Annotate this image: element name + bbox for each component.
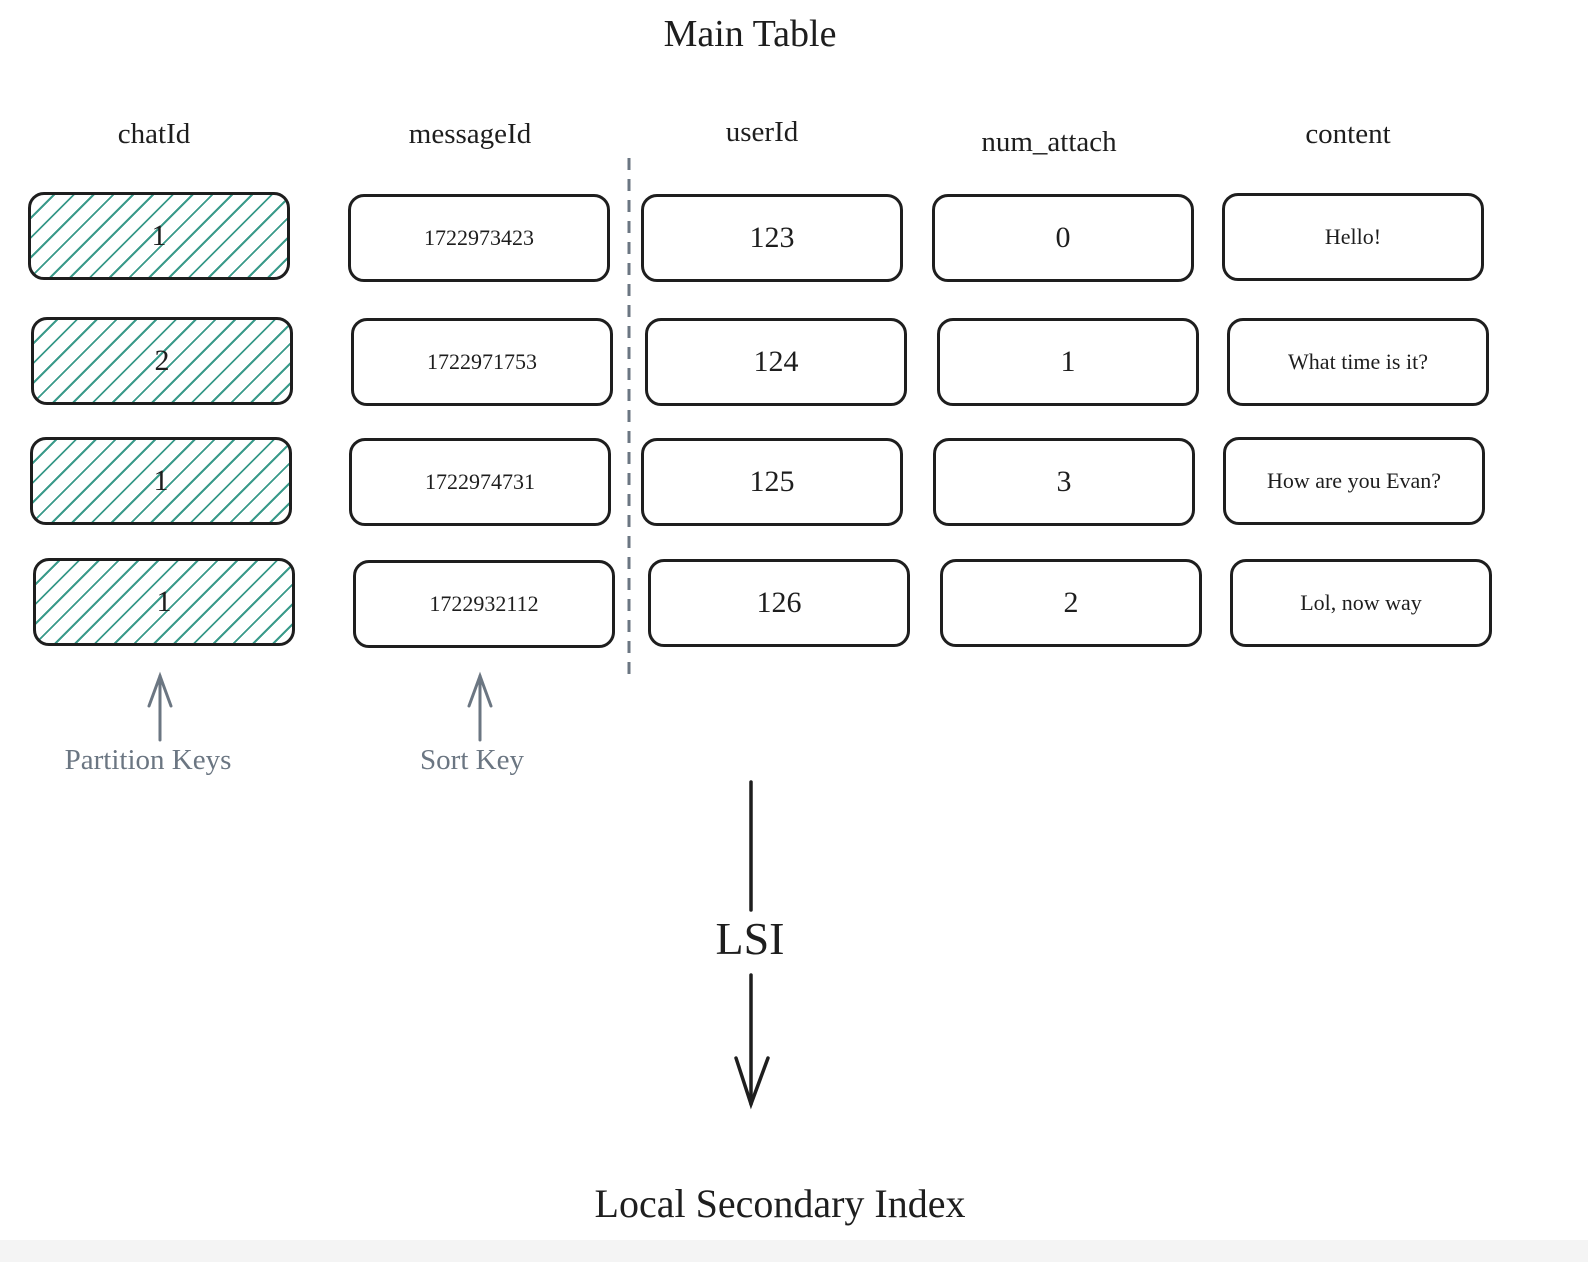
userid-cell: 125	[641, 438, 903, 526]
messageid-cell: 1722973423	[348, 194, 610, 282]
chatid-cell: 1	[33, 558, 295, 646]
chatid-value: 1	[153, 464, 169, 497]
chatid-value: 1	[156, 585, 172, 618]
userid-cell: 123	[641, 194, 903, 282]
local-secondary-index-title: Local Secondary Index	[594, 1181, 966, 1226]
column-header-content: content	[1305, 118, 1391, 150]
messageid-cell: 1722932112	[353, 560, 615, 648]
column-header-messageid: messageId	[408, 118, 532, 150]
content-cell: What time is it?	[1227, 318, 1489, 406]
chatid-cell: 2	[31, 317, 293, 405]
messageid-cell: 1722974731	[349, 438, 611, 526]
messageid-value: 1722973423	[424, 225, 534, 250]
chatid-cell: 1	[28, 192, 290, 280]
content-cell: Lol, now way	[1230, 559, 1492, 647]
userid-cell: 126	[648, 559, 910, 647]
num-attach-value: 0	[1055, 221, 1071, 254]
userid-value: 124	[753, 345, 799, 378]
userid-value: 126	[756, 586, 802, 619]
num-attach-cell: 2	[940, 559, 1202, 647]
userid-value: 123	[749, 221, 795, 254]
sort-key-label: Sort Key	[420, 744, 524, 776]
content-value: Hello!	[1324, 224, 1382, 249]
num-attach-value: 2	[1063, 586, 1079, 619]
lsi-label: LSI	[715, 913, 785, 964]
column-header-userid: userId	[725, 116, 799, 148]
content-cell: Hello!	[1222, 193, 1484, 281]
num-attach-value: 1	[1060, 345, 1076, 378]
content-value: What time is it?	[1288, 349, 1428, 374]
messageid-value: 1722974731	[425, 469, 535, 494]
messageid-value: 1722932112	[429, 591, 539, 616]
num-attach-cell: 0	[932, 194, 1194, 282]
content-cell: How are you Evan?	[1223, 437, 1485, 525]
sort-key-arrow-icon	[467, 671, 493, 742]
column-header-chatid: chatId	[117, 118, 191, 150]
messageid-cell: 1722971753	[351, 318, 613, 406]
lsi-down-arrow-icon	[734, 780, 770, 1110]
num-attach-cell: 3	[933, 438, 1195, 526]
column-header-num-attach: num_attach	[981, 126, 1117, 158]
chatid-value: 2	[154, 344, 170, 377]
messageid-value: 1722971753	[427, 349, 537, 374]
userid-value: 125	[749, 465, 795, 498]
chatid-value: 1	[151, 219, 167, 252]
userid-cell: 124	[645, 318, 907, 406]
content-value: How are you Evan?	[1266, 468, 1442, 493]
main-table-title: Main Table	[663, 13, 837, 55]
num-attach-value: 3	[1056, 465, 1072, 498]
partition-keys-label: Partition Keys	[64, 744, 232, 776]
content-value: Lol, now way	[1300, 590, 1422, 615]
num-attach-cell: 1	[937, 318, 1199, 406]
bottom-strip	[0, 1240, 1588, 1262]
chatid-cell: 1	[30, 437, 292, 525]
partition-keys-arrow-icon	[147, 671, 173, 742]
